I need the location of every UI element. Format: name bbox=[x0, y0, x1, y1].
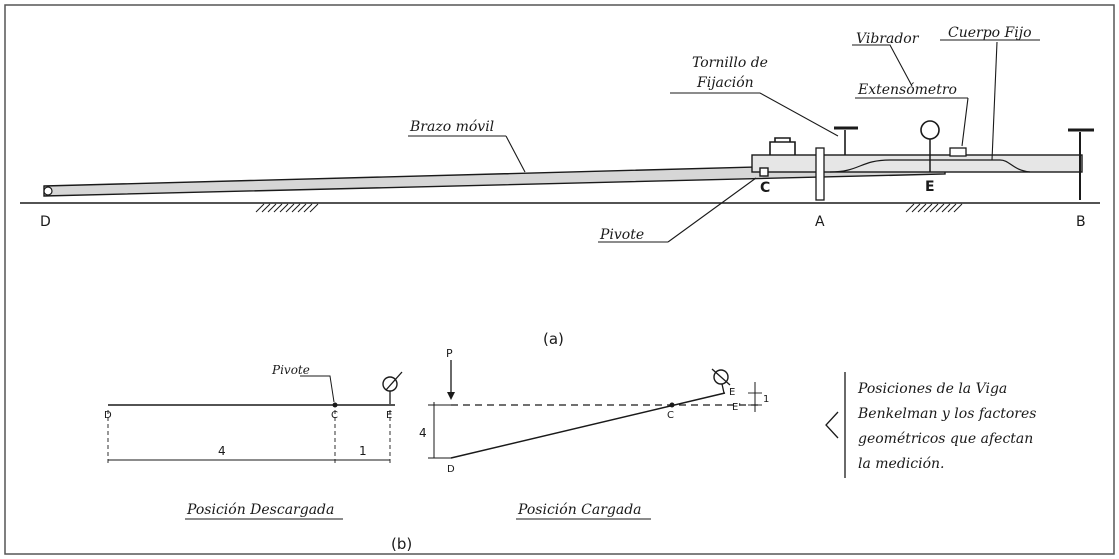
unloaded-dim-dc: 4 bbox=[218, 444, 226, 458]
leader-lines-a bbox=[408, 39, 1040, 243]
point-d-label: D bbox=[40, 214, 51, 230]
loaded-dim-vertical-e: 1 bbox=[763, 394, 769, 405]
label-brazo-movil: Brazo móvil bbox=[409, 119, 494, 135]
leg-a bbox=[815, 147, 825, 201]
ground-hatch-left bbox=[255, 203, 319, 213]
note-block: Posiciones de la Viga Benkelman y los fa… bbox=[825, 372, 1036, 478]
load-arrowhead bbox=[447, 392, 455, 400]
unloaded-pivote-label: Pivote bbox=[271, 363, 310, 377]
ground-hatch-right bbox=[905, 203, 963, 213]
diagram-b-unloaded: Pivote D C E 4 1 Posición Descargada bbox=[104, 363, 403, 520]
vibrator-block bbox=[949, 147, 967, 157]
loaded-point-d: D bbox=[447, 464, 455, 475]
note-line-2: Benkelman y los factores bbox=[857, 406, 1036, 422]
arm-tip-d bbox=[43, 186, 53, 196]
loaded-dial-needle bbox=[711, 368, 731, 386]
point-c-label: C bbox=[760, 180, 770, 196]
note-line-1: Posiciones de la Viga bbox=[857, 381, 1007, 397]
loaded-point-c: C bbox=[667, 410, 674, 421]
loaded-point-e: E bbox=[729, 387, 735, 398]
figure-border bbox=[4, 4, 1115, 555]
label-tornillo-line2: Fijación bbox=[696, 75, 754, 91]
unloaded-point-e: E bbox=[386, 410, 392, 421]
loaded-title: Posición Cargada bbox=[517, 502, 642, 518]
unloaded-point-c: C bbox=[331, 410, 338, 421]
loaded-point-e-prime: E' bbox=[732, 402, 741, 413]
loaded-dial-stem bbox=[721, 383, 725, 394]
point-b-label: B bbox=[1076, 214, 1086, 230]
loaded-beam bbox=[450, 392, 726, 459]
caption-b: (b) bbox=[391, 535, 412, 553]
label-cuerpo-fijo: Cuerpo Fijo bbox=[948, 25, 1032, 41]
note-line-3: geométricos que afectan bbox=[858, 431, 1033, 447]
note-brace-arrow bbox=[825, 411, 839, 439]
fixed-body-curve bbox=[829, 159, 1031, 173]
loaded-dim-vertical-d: 4 bbox=[419, 426, 427, 440]
loaded-load-label: P bbox=[446, 347, 453, 360]
loaded-pivot-dot bbox=[669, 402, 675, 408]
point-e-label: E bbox=[925, 179, 935, 195]
diagram-a: Tornillo de Fijación Vibrador Cuerpo Fij… bbox=[20, 25, 1100, 348]
extensometer-dial bbox=[920, 120, 940, 140]
carry-handle bbox=[769, 137, 796, 155]
point-a-label: A bbox=[815, 214, 825, 230]
label-extensometro: Extensómetro bbox=[857, 82, 957, 98]
diagram-b-loaded: P D C E E' 4 1 Posición Cargada bbox=[419, 347, 769, 520]
unloaded-point-d: D bbox=[104, 410, 112, 421]
unloaded-dial-needle bbox=[385, 371, 403, 391]
unloaded-pivote-leader bbox=[300, 375, 335, 403]
fixed-body bbox=[751, 154, 1083, 173]
unloaded-dim-ce: 1 bbox=[359, 444, 367, 458]
caption-a: (a) bbox=[543, 330, 564, 348]
unloaded-pivot-dot bbox=[332, 402, 338, 408]
unloaded-title: Posición Descargada bbox=[186, 502, 334, 518]
note-line-4: la medición. bbox=[858, 456, 945, 472]
label-tornillo-line1: Tornillo de bbox=[692, 55, 768, 71]
pivot-c bbox=[759, 167, 769, 177]
label-pivote: Pivote bbox=[599, 227, 644, 243]
label-vibrador: Vibrador bbox=[856, 31, 920, 47]
